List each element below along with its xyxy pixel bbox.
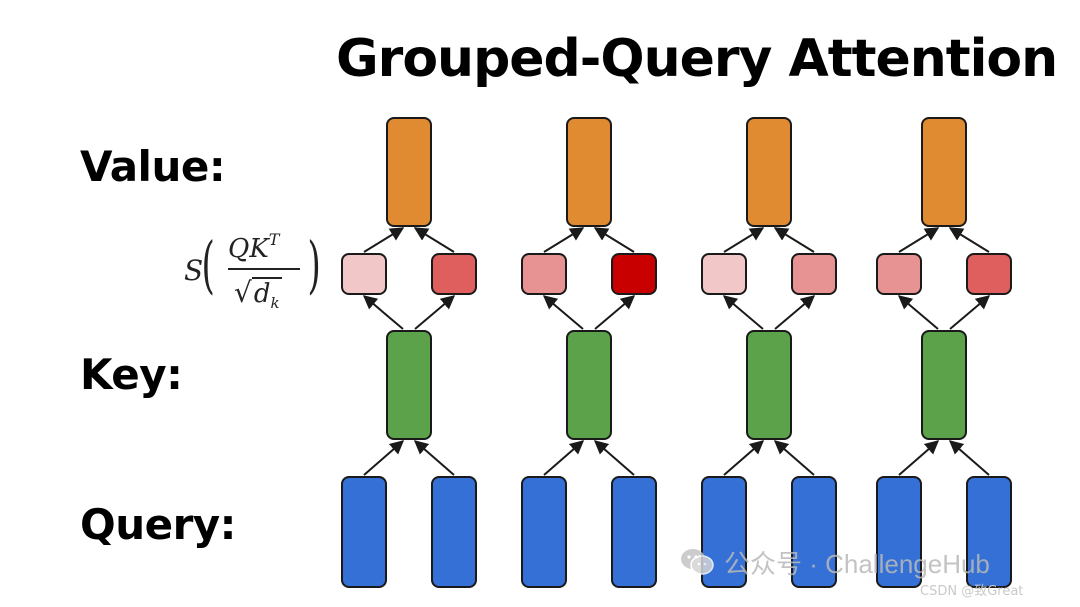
group-3-key-head [746,330,792,440]
sqrt-symbol: √ [234,276,252,309]
group-4-arrow-query-2-to-key [948,440,990,476]
formula-softmax-symbol: S [184,254,204,287]
page-title: Grouped-Query Attention [336,29,1058,89]
group-1-score-1 [341,253,387,295]
group-1-arrow-query-1-to-key [363,440,405,476]
group-4-arrow-key-to-score-2 [949,295,991,330]
formula-denominator: √dk [234,276,282,312]
group-1-key-head [386,330,432,440]
formula-denominator-sub: k [270,294,280,313]
group-3-arrow-key-to-score-2 [774,295,816,330]
group-4-arrow-score-2-to-value [948,227,990,253]
group-4-query-head-2 [966,476,1012,588]
value-row-label: Value: [80,142,226,191]
formula-numerator-sup: T [268,230,280,249]
group-1-value-head [386,117,432,227]
attention-score-formula: S ( QKT √dk ) [184,226,324,322]
group-4-arrow-query-1-to-key [898,440,940,476]
formula-denominator-text: d [253,279,271,309]
csdn-watermark: CSDN @致Great [920,584,1024,599]
watermark: 公众号 · ChallengeHub [680,546,1060,582]
group-2-arrow-key-to-score-1 [542,295,584,330]
group-3-query-head-1 [701,476,747,588]
group-2-arrow-query-2-to-key [593,440,635,476]
group-4-arrow-score-1-to-value [898,227,940,253]
group-1-arrow-query-2-to-key [413,440,455,476]
formula-right-paren: ) [307,228,321,301]
formula-numerator-text: QK [228,234,269,264]
group-2-arrow-key-to-score-2 [594,295,636,330]
group-1-query-head-2 [431,476,477,588]
group-4-score-2 [966,253,1012,295]
group-3-arrow-query-2-to-key [773,440,815,476]
group-3-score-2 [791,253,837,295]
group-4-score-1 [876,253,922,295]
group-1-arrow-score-1-to-value [363,227,405,253]
formula-fraction-bar [228,268,300,270]
query-row-label: Query: [80,500,236,549]
group-3-value-head [746,117,792,227]
group-1-query-head-1 [341,476,387,588]
key-row-label: Key: [80,350,183,399]
group-2-value-head [566,117,612,227]
group-2-query-head-2 [611,476,657,588]
watermark-text: 公众号 · ChallengeHub [724,549,990,579]
formula-left-paren: ( [201,228,215,301]
group-2-score-2 [611,253,657,295]
wechat-icon [681,549,714,575]
group-3-query-head-2 [791,476,837,588]
group-3-score-1 [701,253,747,295]
formula-numerator: QKT [228,230,279,264]
group-2-query-head-1 [521,476,567,588]
group-1-arrow-score-2-to-value [413,227,455,253]
group-3-arrow-score-1-to-value [723,227,765,253]
group-4-key-head [921,330,967,440]
group-4-arrow-key-to-score-1 [897,295,939,330]
group-3-arrow-query-1-to-key [723,440,765,476]
group-1-arrow-key-to-score-1 [362,295,404,330]
group-1-arrow-key-to-score-2 [414,295,456,330]
group-2-arrow-score-1-to-value [543,227,585,253]
group-2-score-1 [521,253,567,295]
formula-radicand: dk [251,277,282,313]
group-4-value-head [921,117,967,227]
group-2-key-head [566,330,612,440]
group-2-arrow-query-1-to-key [543,440,585,476]
group-3-arrow-score-2-to-value [773,227,815,253]
group-3-arrow-key-to-score-1 [722,295,764,330]
group-2-arrow-score-2-to-value [593,227,635,253]
group-4-query-head-1 [876,476,922,588]
group-1-score-2 [431,253,477,295]
